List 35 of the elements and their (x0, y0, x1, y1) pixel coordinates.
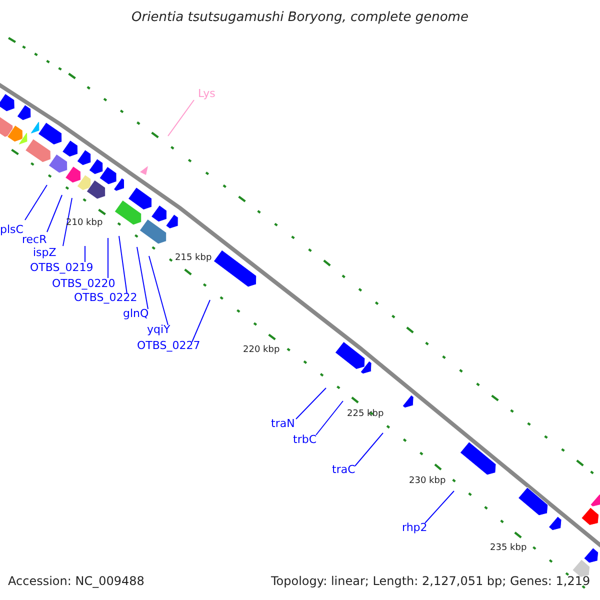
scale-label: 215 kbp (175, 254, 212, 263)
gene-label: glnQ (123, 308, 149, 319)
gene-label: traC (332, 464, 356, 475)
title: Orientia tsutsugamushi Boryong, complete genome (130, 11, 470, 24)
leader-line (24, 184, 48, 220)
leader-line (316, 400, 344, 436)
footer-text: Accession: NC_009488 (8, 575, 144, 587)
leader-line (84, 246, 86, 262)
gene-label: trbC (293, 434, 316, 445)
gene-label: OTBS_0220 (52, 278, 116, 289)
gene-label: recR (22, 234, 47, 245)
leader-line (148, 256, 168, 326)
leader-line (424, 490, 454, 524)
gene-label: rhp2 (402, 522, 428, 533)
gene-label: traN (271, 418, 295, 429)
scale-label: 225 kbp (347, 410, 384, 419)
scale-label: 230 kbp (409, 477, 446, 486)
gene-label: plsC (0, 224, 24, 235)
footer-text: Topology: linear; Length: 2,127,051 bp; Genes: 1,219 (271, 575, 590, 587)
gene-label: ispZ (33, 247, 56, 258)
leader-line (46, 194, 62, 232)
leader-line (136, 246, 148, 310)
gene-label: OTBS_0227 (137, 340, 200, 351)
leader-line (354, 432, 384, 466)
gene-label: yqiY (147, 324, 170, 335)
leader-line (62, 198, 72, 246)
gene-label: OTBS_0219 (30, 262, 94, 273)
gene-label: Lys (198, 88, 216, 99)
leader-line (192, 300, 210, 342)
scale-label: 220 kbp (243, 346, 280, 355)
scale-label: 235 kbp (490, 544, 527, 553)
leader-line (168, 100, 194, 136)
leader-line (296, 388, 326, 420)
gene-label: OTBS_0222 (74, 292, 138, 303)
leader-line (118, 236, 128, 294)
